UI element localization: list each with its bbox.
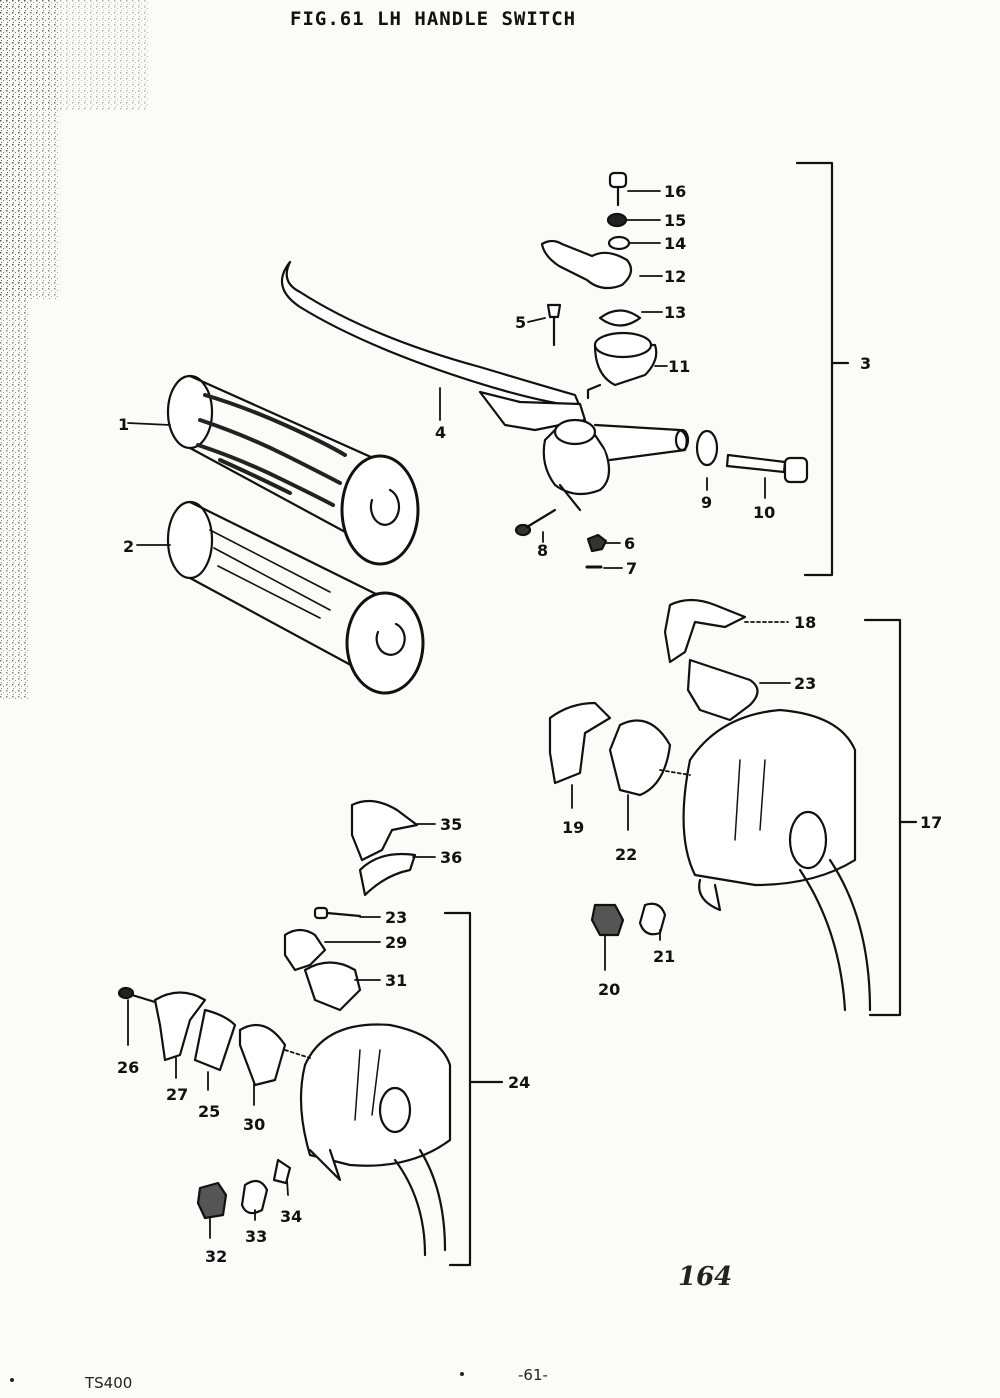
label-26: 26 xyxy=(117,1058,139,1077)
label-21: 21 xyxy=(653,947,675,966)
contact-30 xyxy=(238,1023,287,1087)
label-16: 16 xyxy=(664,182,686,201)
washer-9 xyxy=(695,429,719,467)
label-20: 20 xyxy=(598,980,620,999)
bracket-3 xyxy=(795,161,834,577)
knob-29 xyxy=(283,928,327,972)
contact-22 xyxy=(608,719,672,797)
label-5: 5 xyxy=(515,313,526,332)
label-13: 13 xyxy=(664,303,686,322)
label-32: 32 xyxy=(205,1247,227,1266)
label-35: 35 xyxy=(440,815,462,834)
label-11: 11 xyxy=(668,357,690,376)
label-24: 24 xyxy=(508,1073,530,1092)
catalog-page-number: 164 xyxy=(678,1262,733,1292)
label-3: 3 xyxy=(860,354,871,373)
plate-25 xyxy=(193,1008,237,1072)
button-21 xyxy=(638,902,667,936)
knob-19 xyxy=(548,701,612,785)
pin-5 xyxy=(546,303,562,347)
button-20 xyxy=(590,903,625,937)
label-25: 25 xyxy=(198,1102,220,1121)
label-9: 9 xyxy=(701,493,712,512)
lever-12 xyxy=(540,239,633,290)
label-19: 19 xyxy=(562,818,584,837)
knob-35 xyxy=(350,799,419,862)
bracket-24 xyxy=(443,911,472,1267)
label-23-upper: 23 xyxy=(794,674,816,693)
nut-6 xyxy=(586,533,608,553)
grip-1 xyxy=(166,374,420,566)
label-23-lower: 23 xyxy=(385,908,407,927)
washer-13 xyxy=(598,309,642,327)
label-2: 2 xyxy=(123,537,134,556)
footer-page: -61- xyxy=(518,1366,548,1384)
label-17: 17 xyxy=(920,813,942,832)
spring-34 xyxy=(272,1158,292,1185)
button-33 xyxy=(240,1179,269,1215)
knob-27 xyxy=(153,991,207,1062)
label-7: 7 xyxy=(626,559,637,578)
bolt-10 xyxy=(725,453,809,484)
contact-31 xyxy=(303,961,362,1012)
label-29: 29 xyxy=(385,933,407,952)
figure-title: FIG.61 LH HANDLE SWITCH xyxy=(290,8,577,30)
label-12: 12 xyxy=(664,267,686,286)
label-14: 14 xyxy=(664,234,686,253)
label-18: 18 xyxy=(794,613,816,632)
knob-18 xyxy=(663,598,747,664)
label-1: 1 xyxy=(118,415,129,434)
footer-model: TS400 xyxy=(85,1374,133,1392)
plate-23-upper xyxy=(686,658,759,722)
bracket-17 xyxy=(863,618,902,1017)
washer-14 xyxy=(607,235,631,251)
label-8: 8 xyxy=(537,541,548,560)
label-30: 30 xyxy=(243,1115,265,1134)
adjuster-11 xyxy=(586,331,658,400)
clutch-lever-4 xyxy=(280,260,587,432)
lever-bracket xyxy=(542,418,690,512)
label-34: 34 xyxy=(280,1207,302,1226)
screw-23-lower xyxy=(313,906,362,920)
screw-26 xyxy=(117,986,157,1004)
margin-dot xyxy=(10,1378,14,1382)
label-22: 22 xyxy=(615,845,637,864)
label-36: 36 xyxy=(440,848,462,867)
label-10: 10 xyxy=(753,503,775,522)
button-32 xyxy=(196,1181,228,1220)
label-4: 4 xyxy=(435,423,446,442)
scan-noise xyxy=(0,0,150,700)
washer-15 xyxy=(606,212,628,228)
grip-2 xyxy=(166,500,425,695)
margin-dot xyxy=(460,1372,464,1376)
label-6: 6 xyxy=(624,534,635,553)
switch-housing-17 xyxy=(682,708,872,1012)
label-33: 33 xyxy=(245,1227,267,1246)
label-31: 31 xyxy=(385,971,407,990)
switch-housing-24 xyxy=(299,1023,452,1257)
label-27: 27 xyxy=(166,1085,188,1104)
plate-36 xyxy=(358,852,417,897)
screw-16 xyxy=(608,171,628,207)
label-15: 15 xyxy=(664,211,686,230)
bolt-8 xyxy=(514,508,557,537)
